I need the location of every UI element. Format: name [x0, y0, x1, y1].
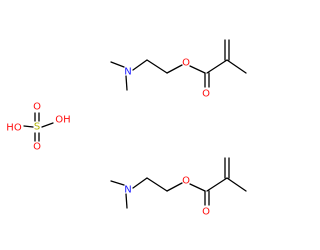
carbonyl-oxygen-label: O [202, 207, 210, 218]
hydroxyl-left-label: HO [6, 123, 22, 134]
bond [125, 193, 128, 209]
nitrogen-label: N [124, 185, 131, 196]
bond [226, 59, 247, 74]
bond [125, 75, 128, 91]
nitrogen-label: N [124, 67, 131, 78]
bond [41, 122, 54, 128]
structure-canvas: N O O S O O HO OH N O O [6, 39, 247, 218]
molecule-bottom: N O O [110, 157, 247, 218]
ester-oxygen-label: O [182, 58, 190, 69]
bond [166, 182, 183, 192]
carbonyl-oxygen-label: O [202, 89, 210, 100]
oxygen-bottom-label: O [33, 142, 41, 153]
bond [166, 64, 183, 74]
oxygen-top-label: O [33, 102, 41, 113]
bond [132, 177, 148, 189]
bond [110, 180, 125, 186]
ester-oxygen-label: O [182, 176, 190, 187]
bond [226, 177, 247, 192]
bond [189, 183, 206, 192]
sulfuric-acid: S O O HO OH [6, 102, 70, 153]
bond [23, 125, 34, 128]
sulfur-label: S [34, 122, 40, 133]
molecule-top: N O O [110, 39, 247, 100]
structure-drawing: N O O S O O HO OH N O O [6, 39, 247, 218]
bond [132, 59, 148, 71]
bond [146, 59, 168, 74]
bond [206, 59, 228, 74]
bond [146, 177, 168, 192]
bond [206, 177, 228, 192]
hydroxyl-right-label: OH [55, 115, 70, 126]
bond [110, 61, 125, 68]
bond [189, 65, 206, 74]
